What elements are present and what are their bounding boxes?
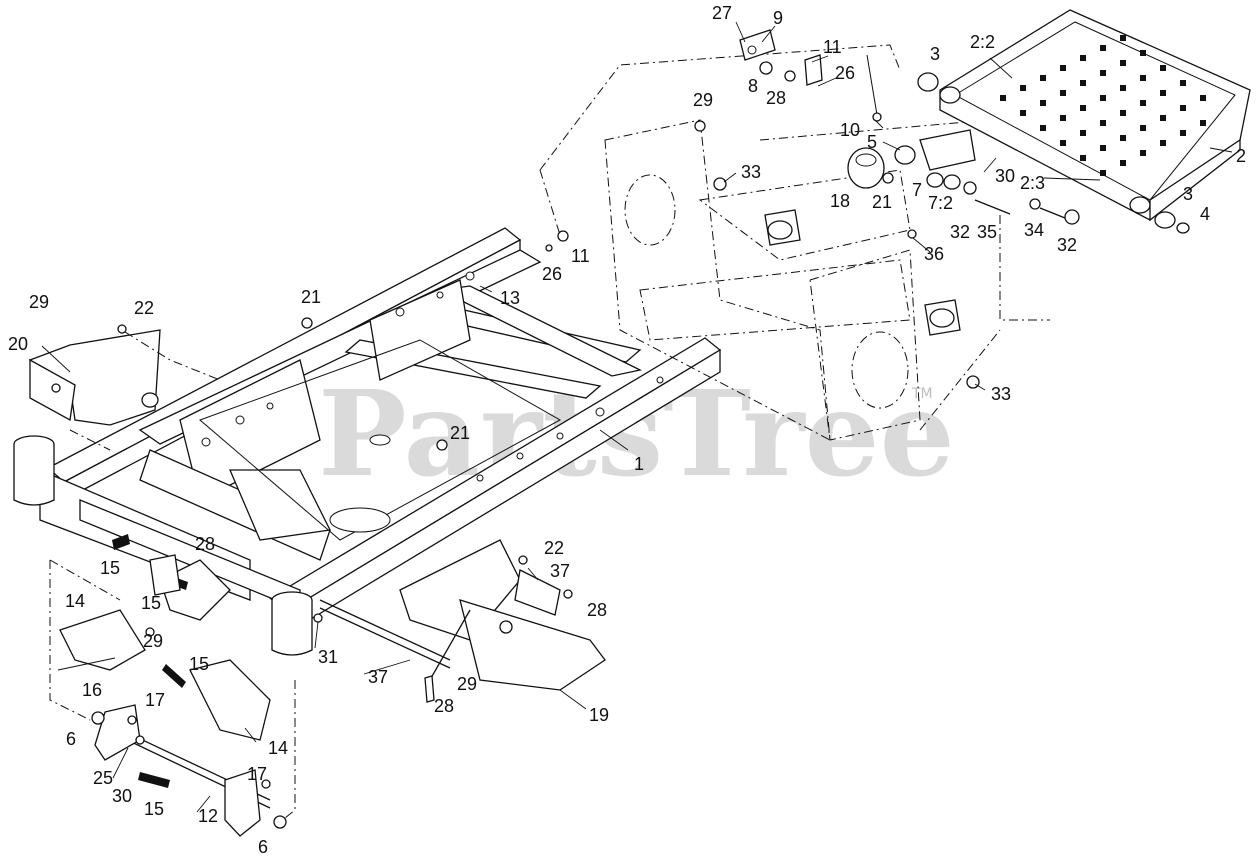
callout-37: 37 (550, 561, 570, 581)
front-left-hardware (28, 317, 606, 837)
callout-31: 31 (318, 647, 338, 667)
callout-26: 26 (835, 63, 855, 83)
callout-2-3: 2:3 (1020, 173, 1045, 193)
callout-15d: 15 (144, 799, 164, 819)
callout-7-2: 7:2 (928, 193, 953, 213)
callout-21b: 21 (301, 287, 321, 307)
leader-lines (41, 21, 1233, 813)
callout-1: 1 (634, 454, 644, 474)
main-frame (13, 227, 722, 656)
callout-32b: 32 (1057, 235, 1077, 255)
callout-35: 35 (977, 222, 997, 242)
callout-28: 28 (766, 88, 786, 108)
callout-27: 27 (712, 3, 732, 23)
callout-29d: 29 (457, 674, 477, 694)
callout-12: 12 (198, 806, 218, 826)
callout-7: 7 (912, 180, 922, 200)
callout-22c: 22 (544, 538, 564, 558)
callout-29: 29 (693, 90, 713, 110)
deck-tread-grid (1000, 35, 1206, 176)
callout-25: 25 (93, 768, 113, 788)
callout-21: 21 (872, 192, 892, 212)
callout-2-2: 2:2 (970, 32, 995, 52)
callout-16: 16 (82, 680, 102, 700)
callout-28c: 28 (587, 600, 607, 620)
callout-3b: 3 (1183, 184, 1193, 204)
callout-29c: 29 (143, 631, 163, 651)
callout-32: 32 (950, 222, 970, 242)
callout-15b: 15 (141, 593, 161, 613)
callout-26b: 26 (542, 264, 562, 284)
callout-28d: 28 (434, 696, 454, 716)
rear-hardware (545, 29, 1190, 389)
callout-14: 14 (65, 591, 85, 611)
callout-11: 11 (823, 37, 842, 57)
callout-33b: 33 (991, 384, 1011, 404)
watermark-trademark: TM (911, 386, 933, 402)
callout-2: 2 (1236, 146, 1246, 166)
callout-15: 15 (100, 558, 120, 578)
callout-15c: 15 (189, 654, 209, 674)
callout-17: 17 (145, 690, 165, 710)
callout-33: 33 (741, 162, 761, 182)
callout-13: 13 (500, 288, 520, 308)
callout-8: 8 (748, 76, 758, 96)
callout-22: 22 (134, 298, 154, 318)
callout-30b: 30 (112, 786, 132, 806)
callout-37b: 37 (368, 667, 388, 687)
callout-10: 10 (840, 120, 860, 140)
callout-18: 18 (830, 191, 850, 211)
callout-5: 5 (867, 132, 877, 152)
callout-21c: 21 (450, 423, 470, 443)
callout-36: 36 (924, 244, 944, 264)
callout-30: 30 (995, 166, 1015, 186)
callout-4: 4 (1200, 204, 1210, 224)
callout-14b: 14 (268, 738, 288, 758)
callout-34: 34 (1024, 220, 1044, 240)
foot-deck-plate (939, 9, 1251, 222)
callout-28b: 28 (195, 534, 215, 554)
callout-29b: 29 (29, 292, 49, 312)
callout-11b: 11 (571, 246, 590, 266)
callout-6b: 6 (258, 837, 268, 857)
callout-3: 3 (930, 44, 940, 64)
callout-19: 19 (589, 705, 609, 725)
callout-20: 20 (8, 334, 28, 354)
callout-6: 6 (66, 729, 76, 749)
callout-17b: 17 (247, 764, 267, 784)
callout-9: 9 (773, 8, 783, 28)
callout-labels: 27 9 11 26 8 28 3 2:2 29 10 5 2 33 18 21… (8, 3, 1246, 857)
